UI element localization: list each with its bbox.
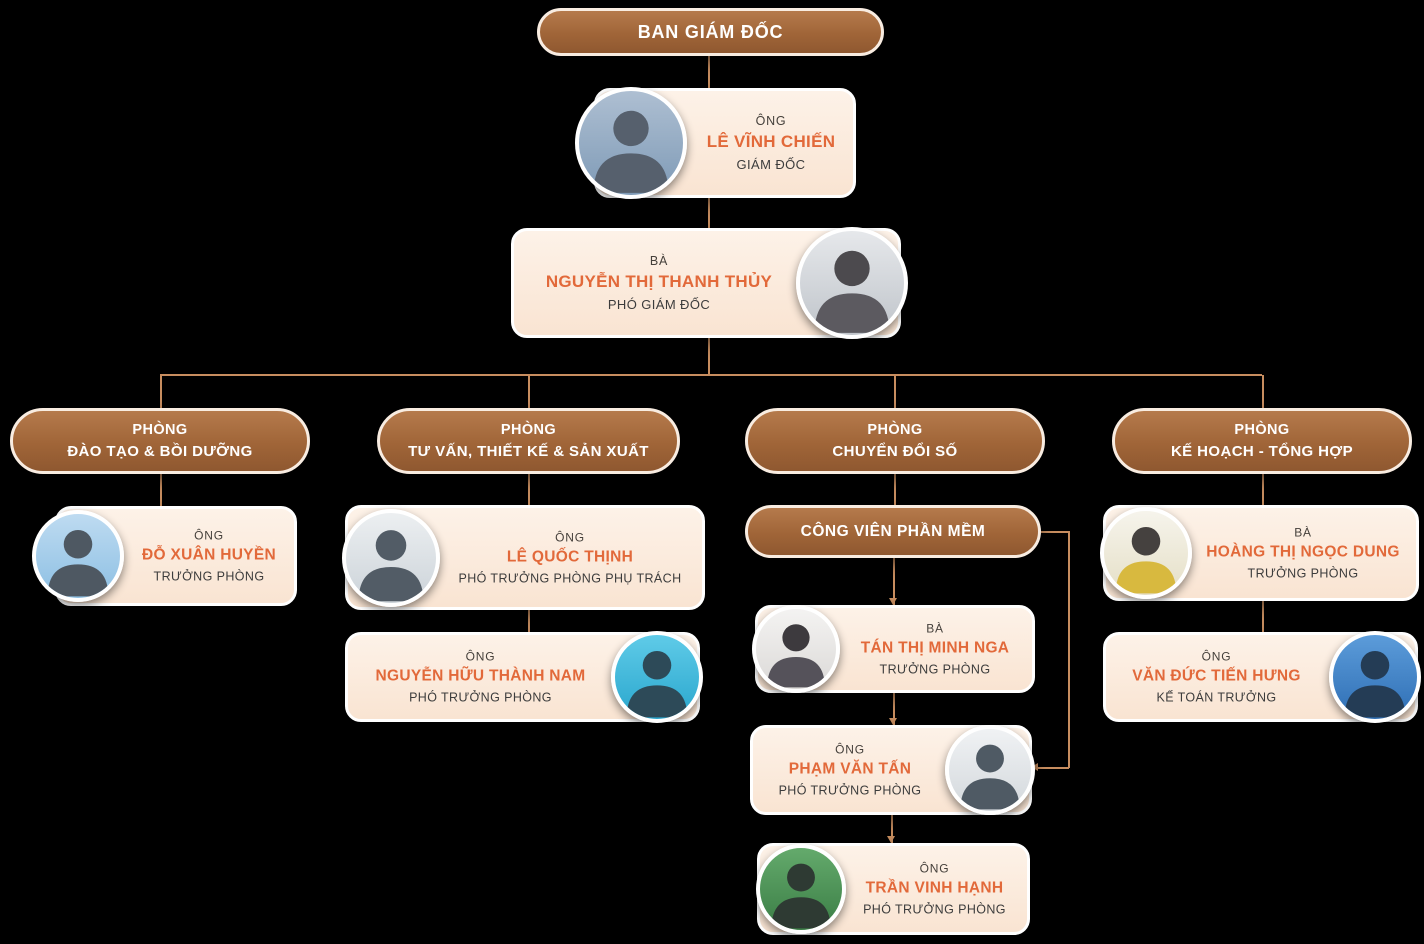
person-role: PHÓ TRƯỞNG PHÒNG (778, 783, 922, 798)
subunit-label: CÔNG VIÊN PHẦN MỀM (800, 522, 986, 540)
person-name: NGUYỄN HỮU THÀNH NAM (375, 667, 586, 685)
person-salutation: ÔNG (919, 861, 950, 876)
arrow-down-icon (889, 718, 897, 725)
person-text: ÔNG LÊ VĨNH CHIẾN GIÁM ĐỐC (697, 114, 845, 172)
person-text: ÔNG TRẦN VINH HẠNH PHÓ TRƯỞNG PHÒNG (848, 862, 1021, 917)
person-card-hoang-thi-ngoc-dung: BÀ HOÀNG THỊ NGỌC DUNG TRƯỞNG PHÒNG (1100, 505, 1419, 601)
person-role: TRƯỞNG PHÒNG (879, 662, 991, 677)
connector-subunit-side-bottom (1038, 767, 1069, 769)
person-role: KẾ TOÁN TRƯỞNG (1156, 690, 1277, 705)
person-text: ÔNG LÊ QUỐC THỊNH PHÓ TRƯỞNG PHÒNG PHỤ T… (446, 530, 694, 585)
connector-dept1-to-member (160, 474, 162, 506)
person-salutation: BÀ (649, 254, 669, 268)
person-text: BÀ TÁN THỊ MINH NGA TRƯỞNG PHÒNG (844, 622, 1026, 677)
person-role: TRƯỞNG PHÒNG (153, 569, 265, 584)
person-role: TRƯỞNG PHÒNG (1247, 566, 1359, 581)
person-role: PHÓ GIÁM ĐỐC (607, 297, 711, 312)
person-card-tran-vinh-hanh: ÔNG TRẦN VINH HẠNH PHÓ TRƯỞNG PHÒNG (756, 843, 1030, 935)
connector-bus-to-dept3 (894, 375, 896, 408)
dept-line1: PHÒNG (500, 421, 557, 438)
person-name: NGUYỄN THỊ THANH THỦY (545, 272, 773, 291)
connector-director-to-deputy (708, 198, 710, 228)
person-salutation: ÔNG (555, 530, 585, 544)
avatar-nguyen-thi-thanh-thuy (796, 227, 908, 339)
root-label: BAN GIÁM ĐỐC (637, 21, 784, 42)
dept-pill-chuyen-doi-so: PHÒNG CHUYỂN ĐỔI SỐ (745, 408, 1045, 474)
arrow-down-icon (887, 836, 895, 843)
connector-bus-to-dept1 (160, 375, 162, 408)
person-salutation: ÔNG (755, 114, 787, 128)
connector-subunit-to-member1 (893, 558, 895, 605)
person-text: BÀ NGUYỄN THỊ THANH THỦY PHÓ GIÁM ĐỐC (528, 254, 790, 312)
connector-deputy-to-bus (708, 338, 710, 375)
avatar-hoang-thi-ngoc-dung (1100, 507, 1192, 599)
connector-dept2-member1-to-member2 (528, 610, 530, 632)
person-salutation: BÀ (1294, 525, 1312, 540)
person-role: PHÓ TRƯỞNG PHÒNG (863, 902, 1006, 917)
person-role: GIÁM ĐỐC (736, 157, 806, 172)
person-text: ÔNG PHẠM VĂN TẤN PHÓ TRƯỞNG PHÒNG (759, 743, 941, 798)
person-salutation: ÔNG (465, 649, 496, 664)
person-card-le-quoc-thinh: ÔNG LÊ QUỐC THỊNH PHÓ TRƯỞNG PHÒNG PHỤ T… (342, 505, 705, 610)
person-card-pham-van-tan: ÔNG PHẠM VĂN TẤN PHÓ TRƯỞNG PHÒNG (750, 725, 1035, 815)
person-name: TÁN THỊ MINH NGA (860, 639, 1010, 657)
avatar-nguyen-huu-thanh-nam (611, 631, 703, 723)
person-role: PHÓ TRƯỞNG PHÒNG PHỤ TRÁCH (458, 571, 682, 585)
dept-pill-ke-hoach-tong-hop: PHÒNG KẾ HOẠCH - TỔNG HỢP (1112, 408, 1412, 474)
dept-line2: TƯ VẤN, THIẾT KẾ & SẢN XUẤT (408, 443, 649, 461)
avatar-pham-van-tan (945, 725, 1035, 815)
connector-dept3-member1-to-member2 (893, 693, 895, 725)
person-name: LÊ QUỐC THỊNH (506, 548, 634, 565)
person-name: VĂN ĐỨC TIẾN HƯNG (1132, 667, 1301, 685)
dept-line2: KẾ HOẠCH - TỔNG HỢP (1170, 443, 1354, 461)
person-card-nguyen-thi-thanh-thuy: BÀ NGUYỄN THỊ THANH THỦY PHÓ GIÁM ĐỐC (511, 227, 908, 339)
connector-subunit-side-top (1041, 531, 1069, 533)
person-text: ÔNG ĐỖ XUÂN HUYỀN TRƯỞNG PHÒNG (130, 529, 288, 584)
connector-bus-to-dept4 (1262, 375, 1264, 408)
person-salutation: ÔNG (1201, 649, 1232, 664)
connector-dept4-to-member1 (1262, 474, 1264, 505)
person-salutation: ÔNG (835, 742, 865, 757)
connector-root-to-director (708, 56, 710, 88)
person-card-le-vinh-chien: ÔNG LÊ VĨNH CHIẾN GIÁM ĐỐC (575, 87, 856, 199)
connector-dept4-member1-to-member2 (1262, 601, 1264, 632)
avatar-le-quoc-thinh (342, 508, 440, 607)
connector-bus-to-dept2 (528, 375, 530, 408)
person-text: BÀ HOÀNG THỊ NGỌC DUNG TRƯỞNG PHÒNG (1196, 526, 1410, 581)
person-text: ÔNG VĂN ĐỨC TIẾN HƯNG KẾ TOÁN TRƯỞNG (1112, 650, 1321, 705)
person-name: PHẠM VĂN TẤN (788, 760, 912, 778)
person-name: LÊ VĨNH CHIẾN (706, 132, 836, 151)
connector-subunit-side-vertical (1068, 531, 1070, 768)
person-salutation: BÀ (926, 621, 944, 636)
arrow-down-icon (889, 598, 897, 605)
avatar-do-xuan-huyen (32, 510, 124, 602)
person-role: PHÓ TRƯỞNG PHÒNG (409, 690, 552, 705)
connector-dept3-member2-to-member3 (891, 815, 893, 843)
connector-dept2-to-member1 (528, 474, 530, 505)
avatar-van-duc-tien-hung (1329, 631, 1421, 723)
dept-line1: PHÒNG (132, 421, 188, 438)
dept-pill-dao-tao-boi-duong: PHÒNG ĐÀO TẠO & BỒI DƯỠNG (10, 408, 310, 474)
dept-line1: PHÒNG (867, 421, 923, 438)
dept-pill-tu-van-thiet-ke-san-xuat: PHÒNG TƯ VẤN, THIẾT KẾ & SẢN XUẤT (377, 408, 680, 474)
avatar-le-vinh-chien (575, 87, 687, 199)
dept-line2: ĐÀO TẠO & BỒI DƯỠNG (67, 443, 253, 461)
person-text: ÔNG NGUYỄN HỮU THÀNH NAM PHÓ TRƯỞNG PHÒN… (356, 650, 605, 705)
root-pill-ban-giam-doc: BAN GIÁM ĐỐC (537, 8, 884, 56)
subunit-pill-cong-vien-phan-mem: CÔNG VIÊN PHẦN MỀM (745, 505, 1041, 558)
avatar-tran-vinh-hanh (756, 844, 846, 934)
dept-line1: PHÒNG (1234, 421, 1290, 438)
avatar-tan-thi-minh-nga (752, 605, 840, 693)
person-card-do-xuan-huyen: ÔNG ĐỖ XUÂN HUYỀN TRƯỞNG PHÒNG (32, 506, 297, 606)
person-name: HOÀNG THỊ NGỌC DUNG (1206, 543, 1400, 561)
connector-dept3-to-subunit (894, 474, 896, 505)
person-name: ĐỖ XUÂN HUYỀN (142, 546, 276, 564)
person-card-nguyen-huu-thanh-nam: ÔNG NGUYỄN HỮU THÀNH NAM PHÓ TRƯỞNG PHÒN… (345, 631, 703, 723)
person-card-tan-thi-minh-nga: BÀ TÁN THỊ MINH NGA TRƯỞNG PHÒNG (752, 605, 1035, 693)
person-salutation: ÔNG (194, 528, 224, 543)
person-name: TRẦN VINH HẠNH (865, 879, 1004, 897)
person-card-van-duc-tien-hung: ÔNG VĂN ĐỨC TIẾN HƯNG KẾ TOÁN TRƯỞNG (1103, 631, 1421, 723)
connector-bus (160, 374, 1262, 376)
dept-line2: CHUYỂN ĐỔI SỐ (832, 443, 958, 461)
